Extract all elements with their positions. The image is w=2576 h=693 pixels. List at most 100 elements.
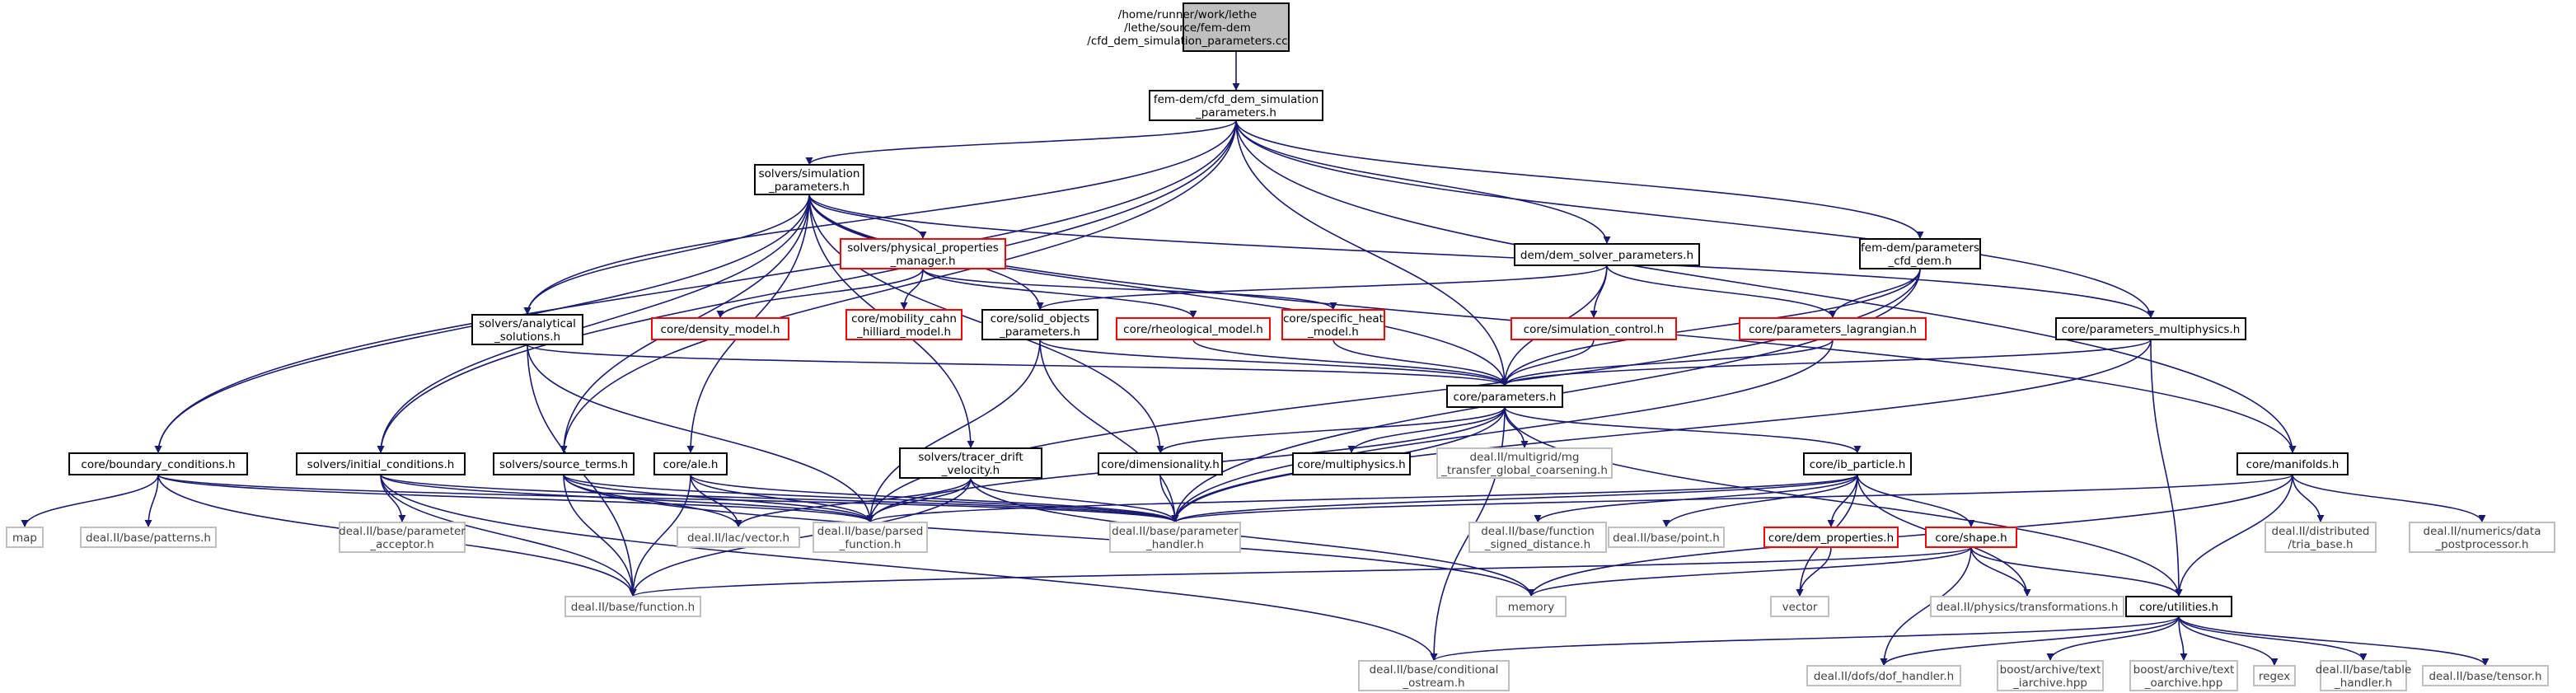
- node-box: [1098, 452, 1223, 475]
- node-label-line: _velocity.h: [941, 464, 1000, 477]
- edge-tracer-to-memory: [970, 477, 1535, 597]
- edge-analytical-to-core_params: [527, 344, 1509, 386]
- node-label-line: _acceptor.h: [369, 538, 433, 551]
- node-label-line: _parameters.h: [768, 180, 850, 194]
- node-core-dem-properties-h[interactable]: core/dem_properties.h: [1763, 527, 1899, 548]
- node-label-line: core/parameters_lagrangian.h: [1749, 323, 1917, 336]
- node-box: [68, 452, 248, 475]
- node-box: [1468, 522, 1607, 553]
- node-label-line: _hilliard_model.h: [856, 325, 951, 339]
- edge-ib_particle-to-param_handler: [1171, 474, 1858, 523]
- node-core-shape-h[interactable]: core/shape.h: [1925, 527, 2017, 548]
- edge-phys_prop-to-rheological: [922, 268, 1197, 319]
- edge-fem_dem_params-to-core_params: [1501, 268, 1921, 386]
- node-dem-dem-solver-parameters-h[interactable]: dem/dem_solver_parameters.h: [1514, 243, 1700, 266]
- node-solvers-initial-conditions-h[interactable]: solvers/initial_conditions.h: [296, 452, 466, 475]
- node-solvers-analytical-solutions-h[interactable]: solvers/analytical_solutions.h: [471, 314, 583, 345]
- edge-manifolds-to-tria_base: [2292, 474, 2325, 523]
- node-box: [2055, 317, 2246, 340]
- node-core-solid-objects-parameters-h[interactable]: core/solid_objects_parameters.h: [981, 309, 1098, 340]
- edge-phys_prop-to-specific_heat: [922, 268, 1337, 311]
- node-label-line: core/dimensionality.h: [1101, 458, 1220, 471]
- node-home-runner-work-lethe-lethe-source-fem-dem-cfd-dem-simulation-parameters-cc[interactable]: /home/runner/work/lethe/lethe/source/fem…: [1087, 2, 1290, 52]
- edge-dem_props-to-vector: [1796, 546, 1832, 597]
- node-solvers-physical-properties-manager-h[interactable]: solvers/physical_properties_manager.h: [840, 238, 1006, 269]
- edge-source_terms-to-param_handler: [563, 474, 1179, 523]
- node-solvers-tracer-drift-velocity-h[interactable]: solvers/tracer_drift_velocity.h: [899, 447, 1042, 479]
- node-core-parameters-lagrangian-h[interactable]: core/parameters_lagrangian.h: [1739, 317, 1927, 340]
- node-box: [651, 317, 789, 340]
- node-label-line: memory: [1508, 601, 1554, 614]
- node-label-line: vector: [1782, 601, 1818, 614]
- node-core-multiphysics-h[interactable]: core/multiphysics.h: [1292, 452, 1411, 475]
- node-solvers-simulation-parameters-h[interactable]: solvers/simulation_parameters.h: [754, 164, 864, 195]
- node-core-parameters-h[interactable]: core/parameters.h: [1446, 385, 1563, 408]
- node-label-line: _parameters.h: [999, 325, 1080, 339]
- node-box: [1930, 596, 2124, 617]
- edge-phys_prop-to-density: [716, 268, 924, 319]
- node-core-dimensionality-h[interactable]: core/dimensionality.h: [1098, 452, 1223, 475]
- node-core-rheological-model-h[interactable]: core/rheological_model.h: [1116, 317, 1271, 340]
- node-box: [2409, 522, 2555, 553]
- edge-cfd_dem_sim-to-initial: [377, 119, 1237, 454]
- edge-sim_params-to-analytical: [523, 194, 810, 316]
- node-label-line: /home/runner/work/lethe: [1118, 8, 1257, 21]
- node-core-simulation-control-h[interactable]: core/simulation_control.h: [1510, 317, 1677, 340]
- node-core-density-model-h[interactable]: core/density_model.h: [651, 317, 789, 340]
- node-label-line: solvers/tracer_drift: [918, 451, 1023, 464]
- edge-manifolds-to-postprocessor: [2292, 474, 2486, 523]
- node-box: [1925, 527, 2017, 548]
- node-label-line: fem-dem/cfd_dem_simulation: [1154, 93, 1318, 106]
- node-box: [1514, 243, 1700, 266]
- node-label-line: _handler.h: [2334, 677, 2392, 690]
- node-core-ale-h[interactable]: core/ale.h: [653, 452, 728, 475]
- node-box: [1292, 452, 1411, 475]
- node-box: [2422, 665, 2549, 686]
- node-core-specific-heat-model-h[interactable]: core/specific_heat_model.h: [1281, 309, 1385, 340]
- node-box: [1859, 238, 1981, 269]
- edge-dem_solver-to-params_lagr: [1606, 265, 1837, 319]
- node-label-line: deal.II/base/function.h: [571, 601, 695, 614]
- node-box: [471, 314, 583, 345]
- node-label-line: _postprocessor.h: [2434, 538, 2528, 551]
- edge-solid_obj-to-parsed_function: [866, 339, 1041, 523]
- node-core-boundary-conditions-h[interactable]: core/boundary_conditions.h: [68, 452, 248, 475]
- node-label-line: deal.II/physics/transformations.h: [1937, 601, 2119, 614]
- node-box: [754, 164, 864, 195]
- node-box: [653, 452, 728, 475]
- node-vector: vector: [1770, 596, 1829, 617]
- node-deal-ii-distributed-tria-base-h: deal.II/distributed/tria_base.h: [2265, 522, 2377, 553]
- node-box: [899, 447, 1042, 479]
- node-core-utilities-h[interactable]: core/utilities.h: [2125, 596, 2232, 617]
- edge-utilities-to-regex: [2178, 616, 2279, 667]
- node-box: [1739, 317, 1927, 340]
- node-label-line: deal.II/base/table: [2316, 663, 2412, 677]
- edge-fem_dem_params-to-parsed_function: [866, 268, 1921, 523]
- edge-initial-to-cond_ostream: [380, 474, 1438, 662]
- node-label-line: deal.II/base/patterns.h: [86, 531, 211, 545]
- node-box: [1496, 596, 1567, 617]
- node-fem-dem-parameters-cfd-dem-h[interactable]: fem-dem/parameters_cfd_dem.h: [1859, 238, 1981, 269]
- edge-utilities-to-text_iarchive: [2046, 616, 2180, 662]
- edge-solid_obj-to-core_params: [1039, 339, 1509, 386]
- edge-utilities-to-tensor: [2178, 616, 2489, 667]
- node-core-mobility-cahn-hilliard-model-h[interactable]: core/mobility_cahn_hilliard_model.h: [845, 309, 962, 340]
- node-box: [1997, 660, 2104, 691]
- node-deal-ii-multigrid-mg-transfer-global-coarsening-h: deal.II/multigrid/mg_transfer_global_coa…: [1436, 447, 1613, 479]
- node-deal-ii-base-function-h: deal.II/base/function.h: [564, 596, 701, 617]
- node-label-line: fem-dem/parameters: [1861, 241, 1979, 255]
- node-label-line: solvers/source_terms.h: [499, 458, 628, 471]
- edge-manifolds-to-param_handler: [1171, 474, 2293, 523]
- node-box: [493, 452, 635, 475]
- edge-tracer-to-param_handler: [970, 477, 1179, 523]
- edge-tracer-to-lac_vector: [734, 477, 972, 528]
- node-solvers-source-terms-h[interactable]: solvers/source_terms.h: [493, 452, 635, 475]
- node-box: [2236, 452, 2349, 475]
- edge-sim_params-to-phys_prop: [808, 194, 927, 240]
- node-fem-dem-cfd-dem-simulation-parameters-h[interactable]: fem-dem/cfd_dem_simulation_parameters.h: [1149, 90, 1323, 121]
- node-core-manifolds-h[interactable]: core/manifolds.h: [2236, 452, 2349, 475]
- node-box: [1281, 309, 1385, 340]
- node-box: [1149, 90, 1323, 121]
- node-core-ib-particle-h[interactable]: core/ib_particle.h: [1803, 452, 1912, 475]
- node-core-parameters-multiphysics-h[interactable]: core/parameters_multiphysics.h: [2055, 317, 2246, 340]
